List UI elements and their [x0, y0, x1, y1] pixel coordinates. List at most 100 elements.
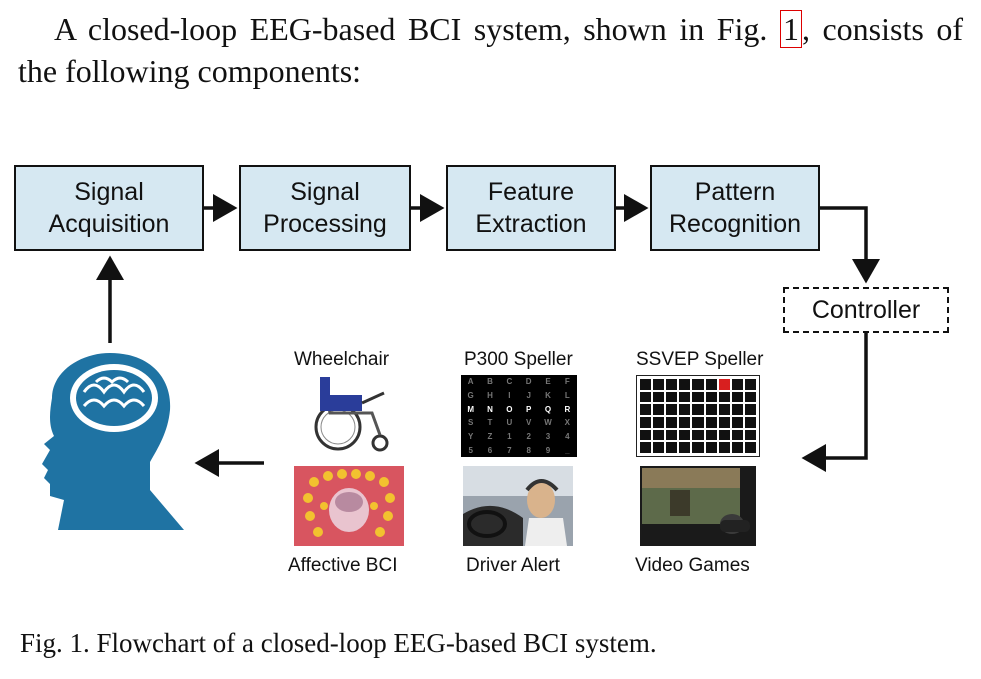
pattern-recognition-label: Pattern Recognition: [668, 178, 802, 238]
ssvep-cell: [666, 391, 678, 403]
controller-label: Controller: [811, 295, 921, 324]
ssvep-cell: [692, 379, 704, 390]
signal-processing-label: Signal Processing: [263, 178, 387, 238]
ssvep-cell: [731, 417, 743, 428]
p300-letter: 2: [526, 431, 531, 441]
ssvep-cell: [744, 429, 756, 441]
ssvep-cell: [718, 417, 730, 428]
ssvep-cell: [666, 442, 678, 453]
ssvep-cell: [744, 404, 756, 415]
ssvep-speller-image: [636, 375, 760, 457]
p300-letter: T: [487, 418, 493, 428]
p300-letter: M: [467, 404, 474, 414]
p300-letter: L: [564, 390, 570, 400]
ssvep-cell: [705, 429, 717, 441]
body-paragraph: A closed-loop EEG-based BCI system, show…: [18, 8, 963, 92]
ssvep-cell: [653, 404, 665, 415]
p300-letter: 9: [545, 445, 551, 455]
driver-alert-image: [463, 466, 573, 546]
ssvep-cell: [705, 379, 717, 390]
feature-extraction-box: Feature Extraction: [446, 165, 616, 251]
ssvep-cell: [692, 404, 704, 415]
ssvep-cell: [705, 404, 717, 415]
ssvep-cell: [679, 404, 691, 415]
p300-letter: A: [467, 377, 474, 387]
p300-letter: R: [564, 404, 571, 414]
head-brain-icon: [42, 353, 184, 530]
feature-extraction-label: Feature Extraction: [475, 178, 587, 238]
p300-letter: O: [506, 404, 513, 414]
wheelchair-label: Wheelchair: [294, 349, 390, 370]
signal-processing-box: Signal Processing: [239, 165, 411, 251]
ssvep-cell: [744, 442, 756, 453]
ssvep-cell: [640, 417, 652, 428]
ssvep-cell: [653, 442, 665, 453]
p300-letter: _: [565, 445, 570, 455]
ssvep-cell: [640, 429, 652, 441]
ssvep-cell: [679, 379, 691, 390]
wheelchair-image: [314, 377, 389, 452]
ssvep-cell: [744, 379, 756, 390]
games-label: Video Games: [635, 555, 750, 576]
ssvep-cell: [666, 404, 678, 415]
ssvep-cell: [666, 417, 678, 428]
ssvep-cell: [640, 404, 652, 415]
ssvep-cell: [679, 417, 691, 428]
ssvep-cell: [731, 429, 743, 441]
ssvep-cell: [718, 429, 730, 441]
ssvep-cell: [679, 429, 691, 441]
ssvep-cell: [653, 417, 665, 428]
ssvep-cell: [731, 442, 743, 453]
ssvep-cell: [692, 442, 704, 453]
ssvep-cell: [705, 417, 717, 428]
ssvep-cell: [692, 429, 704, 441]
p300-letter: E: [545, 377, 551, 387]
figure-caption: Fig. 1. Flowchart of a closed-loop EEG-b…: [20, 628, 657, 658]
driver-label: Driver Alert: [466, 555, 560, 576]
ssvep-cell: [640, 442, 652, 453]
p300-letter: B: [487, 377, 493, 387]
pattern-recognition-box: Pattern Recognition: [650, 165, 820, 251]
p300-letter: V: [525, 418, 532, 428]
ssvep-cell: [718, 379, 730, 390]
controller-box: Controller: [783, 287, 949, 333]
ssvep-cell: [718, 404, 730, 415]
ssvep-cell: [653, 391, 665, 403]
ssvep-cell: [718, 442, 730, 453]
ssvep-cell: [653, 429, 665, 441]
p300-letter: K: [545, 390, 551, 400]
ssvep-cell: [692, 417, 704, 428]
paragraph-text-1: A closed-loop EEG-based BCI system, show…: [54, 11, 780, 47]
ssvep-cell: [640, 379, 652, 390]
p300-letter: N: [487, 404, 493, 414]
p300-letter: 5: [468, 445, 473, 455]
ssvep-cell: [718, 391, 730, 403]
p300-letter: 6: [487, 445, 493, 455]
ssvep-cell: [666, 379, 678, 390]
p300-letter: U: [506, 418, 513, 428]
ssvep-cell: [679, 442, 691, 453]
p300-letter: Q: [544, 404, 552, 414]
p300-letter: P: [525, 404, 532, 414]
signal-acquisition-box: Signal Acquisition: [14, 165, 204, 251]
p300-letter: H: [487, 390, 493, 400]
p300-letter: I: [508, 390, 511, 400]
affective-bci-image: [294, 466, 404, 546]
ssvep-cell: [744, 417, 756, 428]
arrow-ctrl-to-apps: [801, 333, 868, 472]
paragraph-text-2: , consists of the following components:: [18, 11, 964, 89]
affective-label: Affective BCI: [288, 555, 398, 576]
ssvep-cell: [653, 379, 665, 390]
ssvep-cell: [731, 404, 743, 415]
figure-reference-link[interactable]: 1: [779, 10, 802, 48]
p300-letter: 4: [565, 431, 570, 441]
signal-acquisition-label: Signal Acquisition: [48, 178, 170, 238]
ssvep-cell: [744, 391, 756, 403]
p300-letter: 8: [526, 445, 531, 455]
p300-letter: D: [525, 377, 532, 387]
arrow-pat-to-ctrl: [820, 206, 880, 284]
p300-letter: F: [564, 377, 570, 387]
ssvep-cell: [705, 391, 717, 403]
